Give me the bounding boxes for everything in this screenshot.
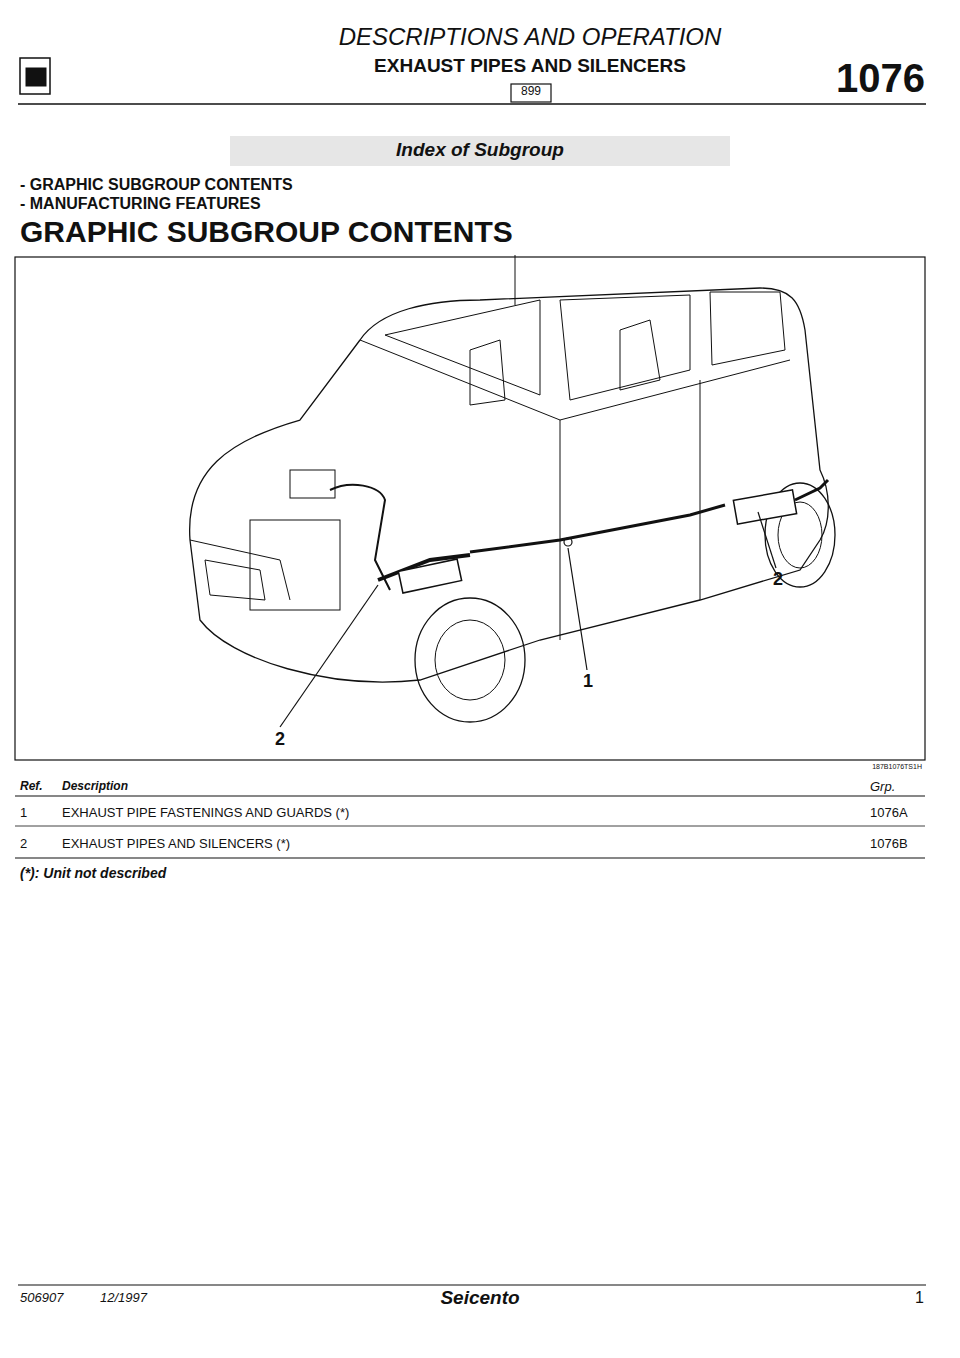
table-header: Description bbox=[62, 780, 128, 793]
callout-number: 1 bbox=[583, 672, 593, 692]
table-cell: 1076B bbox=[870, 837, 908, 851]
table-note: (*): Unit not described bbox=[20, 866, 166, 881]
group-number: 1076 bbox=[836, 56, 925, 100]
model-name: Seicento bbox=[440, 1288, 519, 1309]
index-heading: Index of Subgroup bbox=[396, 140, 564, 161]
callout-number: 2 bbox=[773, 570, 783, 590]
callout-number: 2 bbox=[275, 730, 285, 750]
section-title: EXHAUST PIPES AND SILENCERS bbox=[374, 56, 686, 77]
table-cell: 2 bbox=[20, 837, 27, 851]
model-code: 899 bbox=[521, 85, 541, 98]
page-number: 1 bbox=[915, 1289, 924, 1307]
index-item: - MANUFACTURING FEATURES bbox=[20, 195, 261, 213]
table-cell: 1076A bbox=[870, 806, 908, 820]
index-item: - GRAPHIC SUBGROUP CONTENTS bbox=[20, 176, 293, 194]
table-cell: 1 bbox=[20, 806, 27, 820]
page-heading: DESCRIPTIONS AND OPERATION bbox=[339, 24, 722, 50]
figure-code: 187B1076TS1H bbox=[872, 763, 922, 771]
table-header: Ref. bbox=[20, 780, 43, 793]
table-cell: EXHAUST PIPE FASTENINGS AND GUARDS (*) bbox=[62, 806, 349, 820]
section-heading: GRAPHIC SUBGROUP CONTENTS bbox=[20, 215, 513, 248]
table-cell: EXHAUST PIPES AND SILENCERS (*) bbox=[62, 837, 290, 851]
doc-number: 506907 bbox=[20, 1291, 63, 1305]
table-header: Grp. bbox=[870, 780, 895, 794]
doc-date: 12/1997 bbox=[100, 1291, 147, 1305]
